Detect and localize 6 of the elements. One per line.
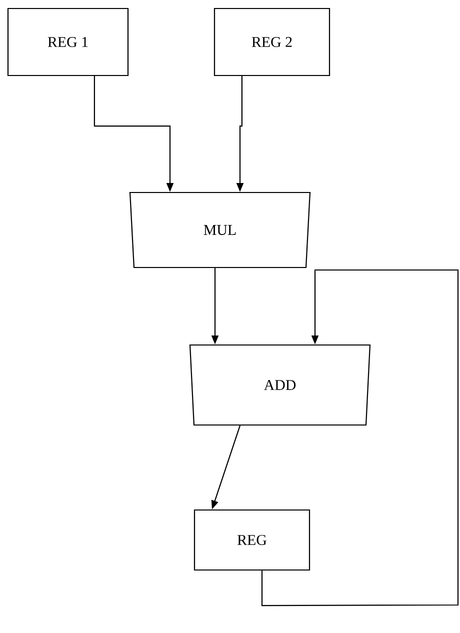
trapezoid-unit: ADD [189,344,371,426]
trapezoid-unit: MUL [129,192,311,268]
register-box: REG 1 [7,8,129,76]
register-box: REG [194,509,310,571]
arrow [261,269,459,606]
register-box: REG 2 [214,8,330,76]
